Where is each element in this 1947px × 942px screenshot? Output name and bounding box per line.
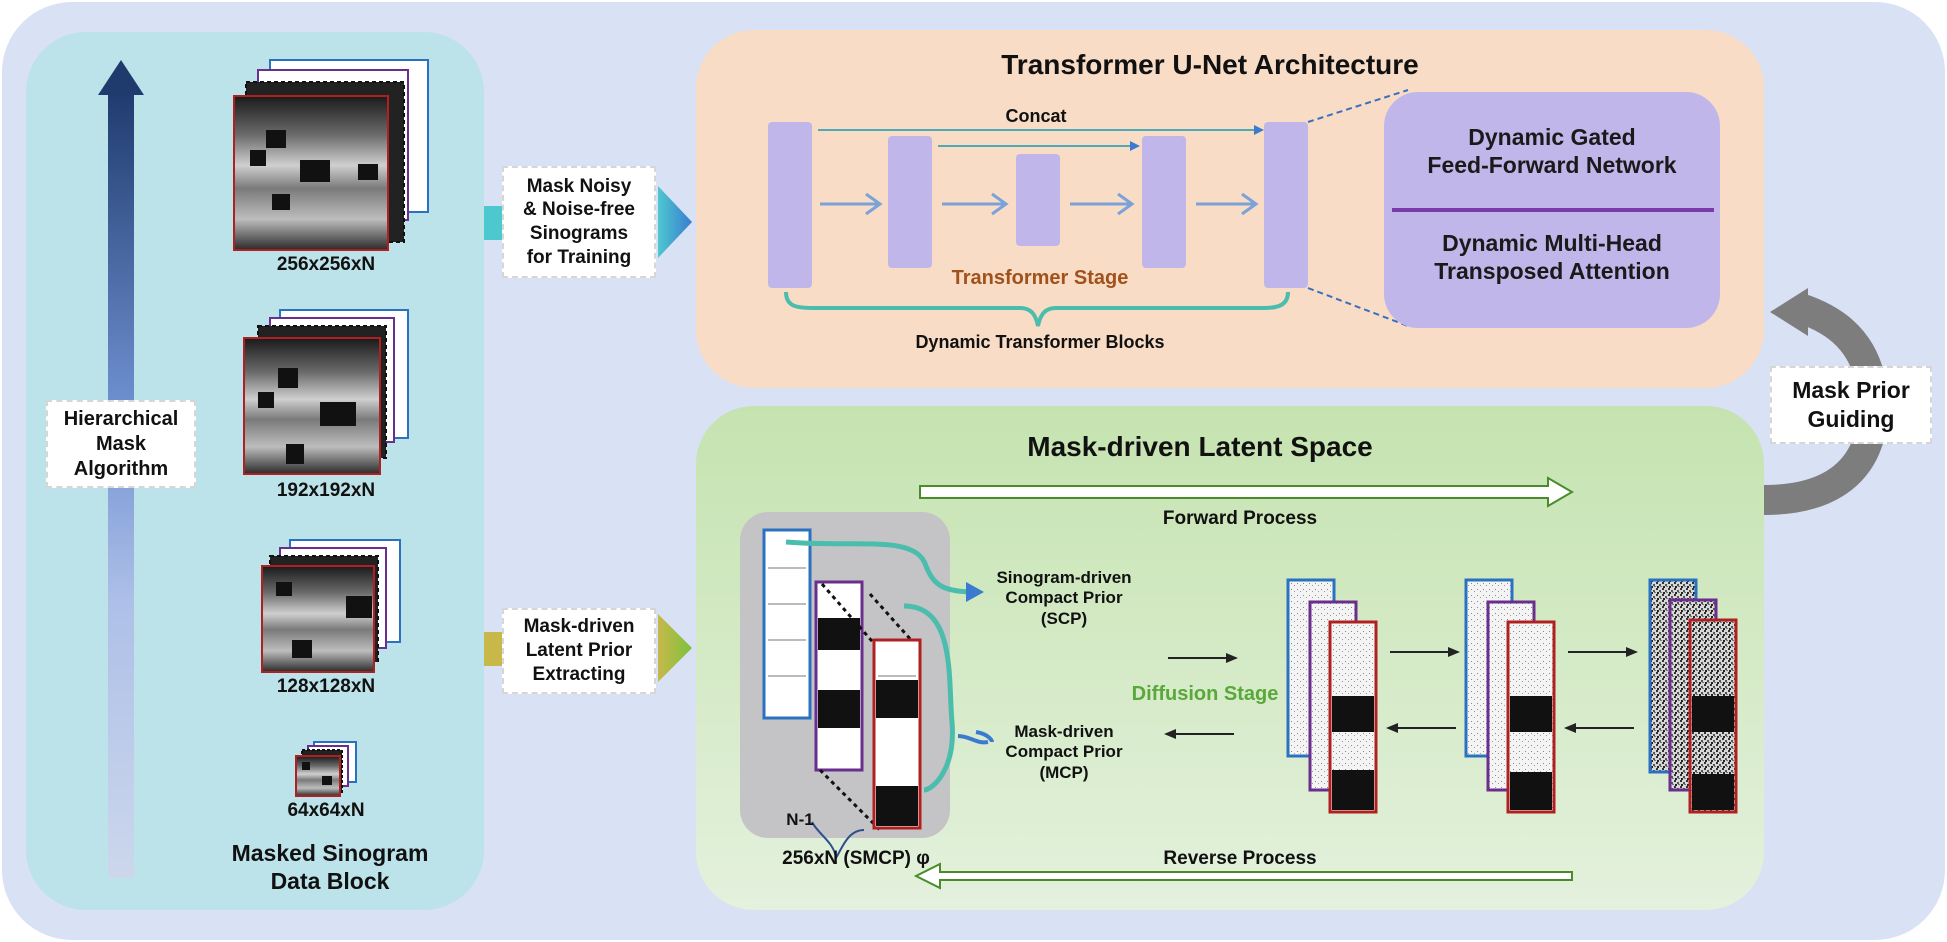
unet-block-5 — [1264, 122, 1308, 288]
size-label-64: 64x64xN — [287, 800, 365, 821]
hierarchical-mask-algorithm-label: Hierarchical Mask Algorithm — [46, 400, 196, 488]
size-label-256: 256x256xN — [276, 254, 376, 275]
detail-dashed-top — [1307, 89, 1409, 123]
size-label-128: 128x128xN — [276, 676, 376, 697]
attention-label: Dynamic Multi-Head Transposed Attention — [1434, 230, 1670, 284]
training-data-label: Mask Noisy & Noise-free Sinograms for Tr… — [502, 166, 656, 278]
n-minus-1-brace — [811, 821, 865, 861]
smcp-label: 256xN (SMCP) φ — [782, 848, 930, 869]
sinogram-stack-64 — [295, 741, 357, 797]
ffn-label: Dynamic Gated Feed-Forward Network — [1427, 124, 1677, 178]
diffusion-stack-3 — [1648, 578, 1738, 814]
transformer-title: Transformer U-Net Architecture — [1001, 49, 1419, 80]
scp-curve — [785, 539, 977, 595]
masked-sinogram-title: Masked Sinogram Data Block — [231, 840, 429, 894]
sinogram-stack-128 — [261, 539, 401, 673]
concat-label: Concat — [1005, 106, 1067, 126]
scp-vector — [762, 528, 812, 720]
transformer-blocks-brace — [784, 291, 1290, 327]
unet-block-2 — [888, 136, 932, 268]
scp-label: Sinogram-driven Compact Prior (SCP) — [996, 568, 1132, 628]
extract-connector-bar — [484, 632, 504, 666]
latent-space-title: Mask-driven Latent Space — [1027, 431, 1373, 462]
forward-process-label: Forward Process — [1162, 508, 1318, 529]
size-label-192: 192x192xN — [276, 480, 376, 501]
unet-flow-arrows — [820, 192, 1259, 216]
mcp-label: Mask-driven Compact Prior (MCP) — [1005, 722, 1123, 782]
reverse-process-label: Reverse Process — [1163, 848, 1317, 869]
mask-vector-1 — [814, 580, 864, 772]
transformer-stage-label: Transformer Stage — [951, 267, 1129, 289]
training-arrow-head — [658, 186, 692, 258]
diffusion-stack-2 — [1464, 578, 1556, 814]
dynamic-transformer-blocks-label: Dynamic Transformer Blocks — [915, 332, 1165, 352]
sinogram-stack-192 — [243, 309, 409, 475]
reverse-process-arrow — [913, 862, 1573, 890]
unet-block-1 — [768, 122, 812, 288]
hierarchy-arrow-head — [98, 60, 144, 95]
unet-block-4 — [1142, 136, 1186, 268]
training-connector-bar — [484, 206, 504, 240]
diffusion-stage-label: Diffusion Stage — [1131, 683, 1279, 705]
sinogram-stack-256 — [233, 59, 429, 251]
mask-vector-n — [872, 638, 922, 830]
extract-arrow-head — [658, 614, 692, 682]
forward-process-arrow — [919, 476, 1574, 508]
unet-block-3 — [1016, 154, 1060, 246]
mask-prior-guiding-label: Mask Prior Guiding — [1770, 366, 1932, 444]
latent-prior-extract-label: Mask-driven Latent Prior Extracting — [502, 608, 656, 694]
n-minus-1-label: N-1 — [786, 810, 814, 829]
diffusion-stack-1 — [1286, 578, 1378, 814]
detail-dashed-bottom — [1307, 287, 1409, 327]
mcp-curve — [903, 603, 955, 793]
